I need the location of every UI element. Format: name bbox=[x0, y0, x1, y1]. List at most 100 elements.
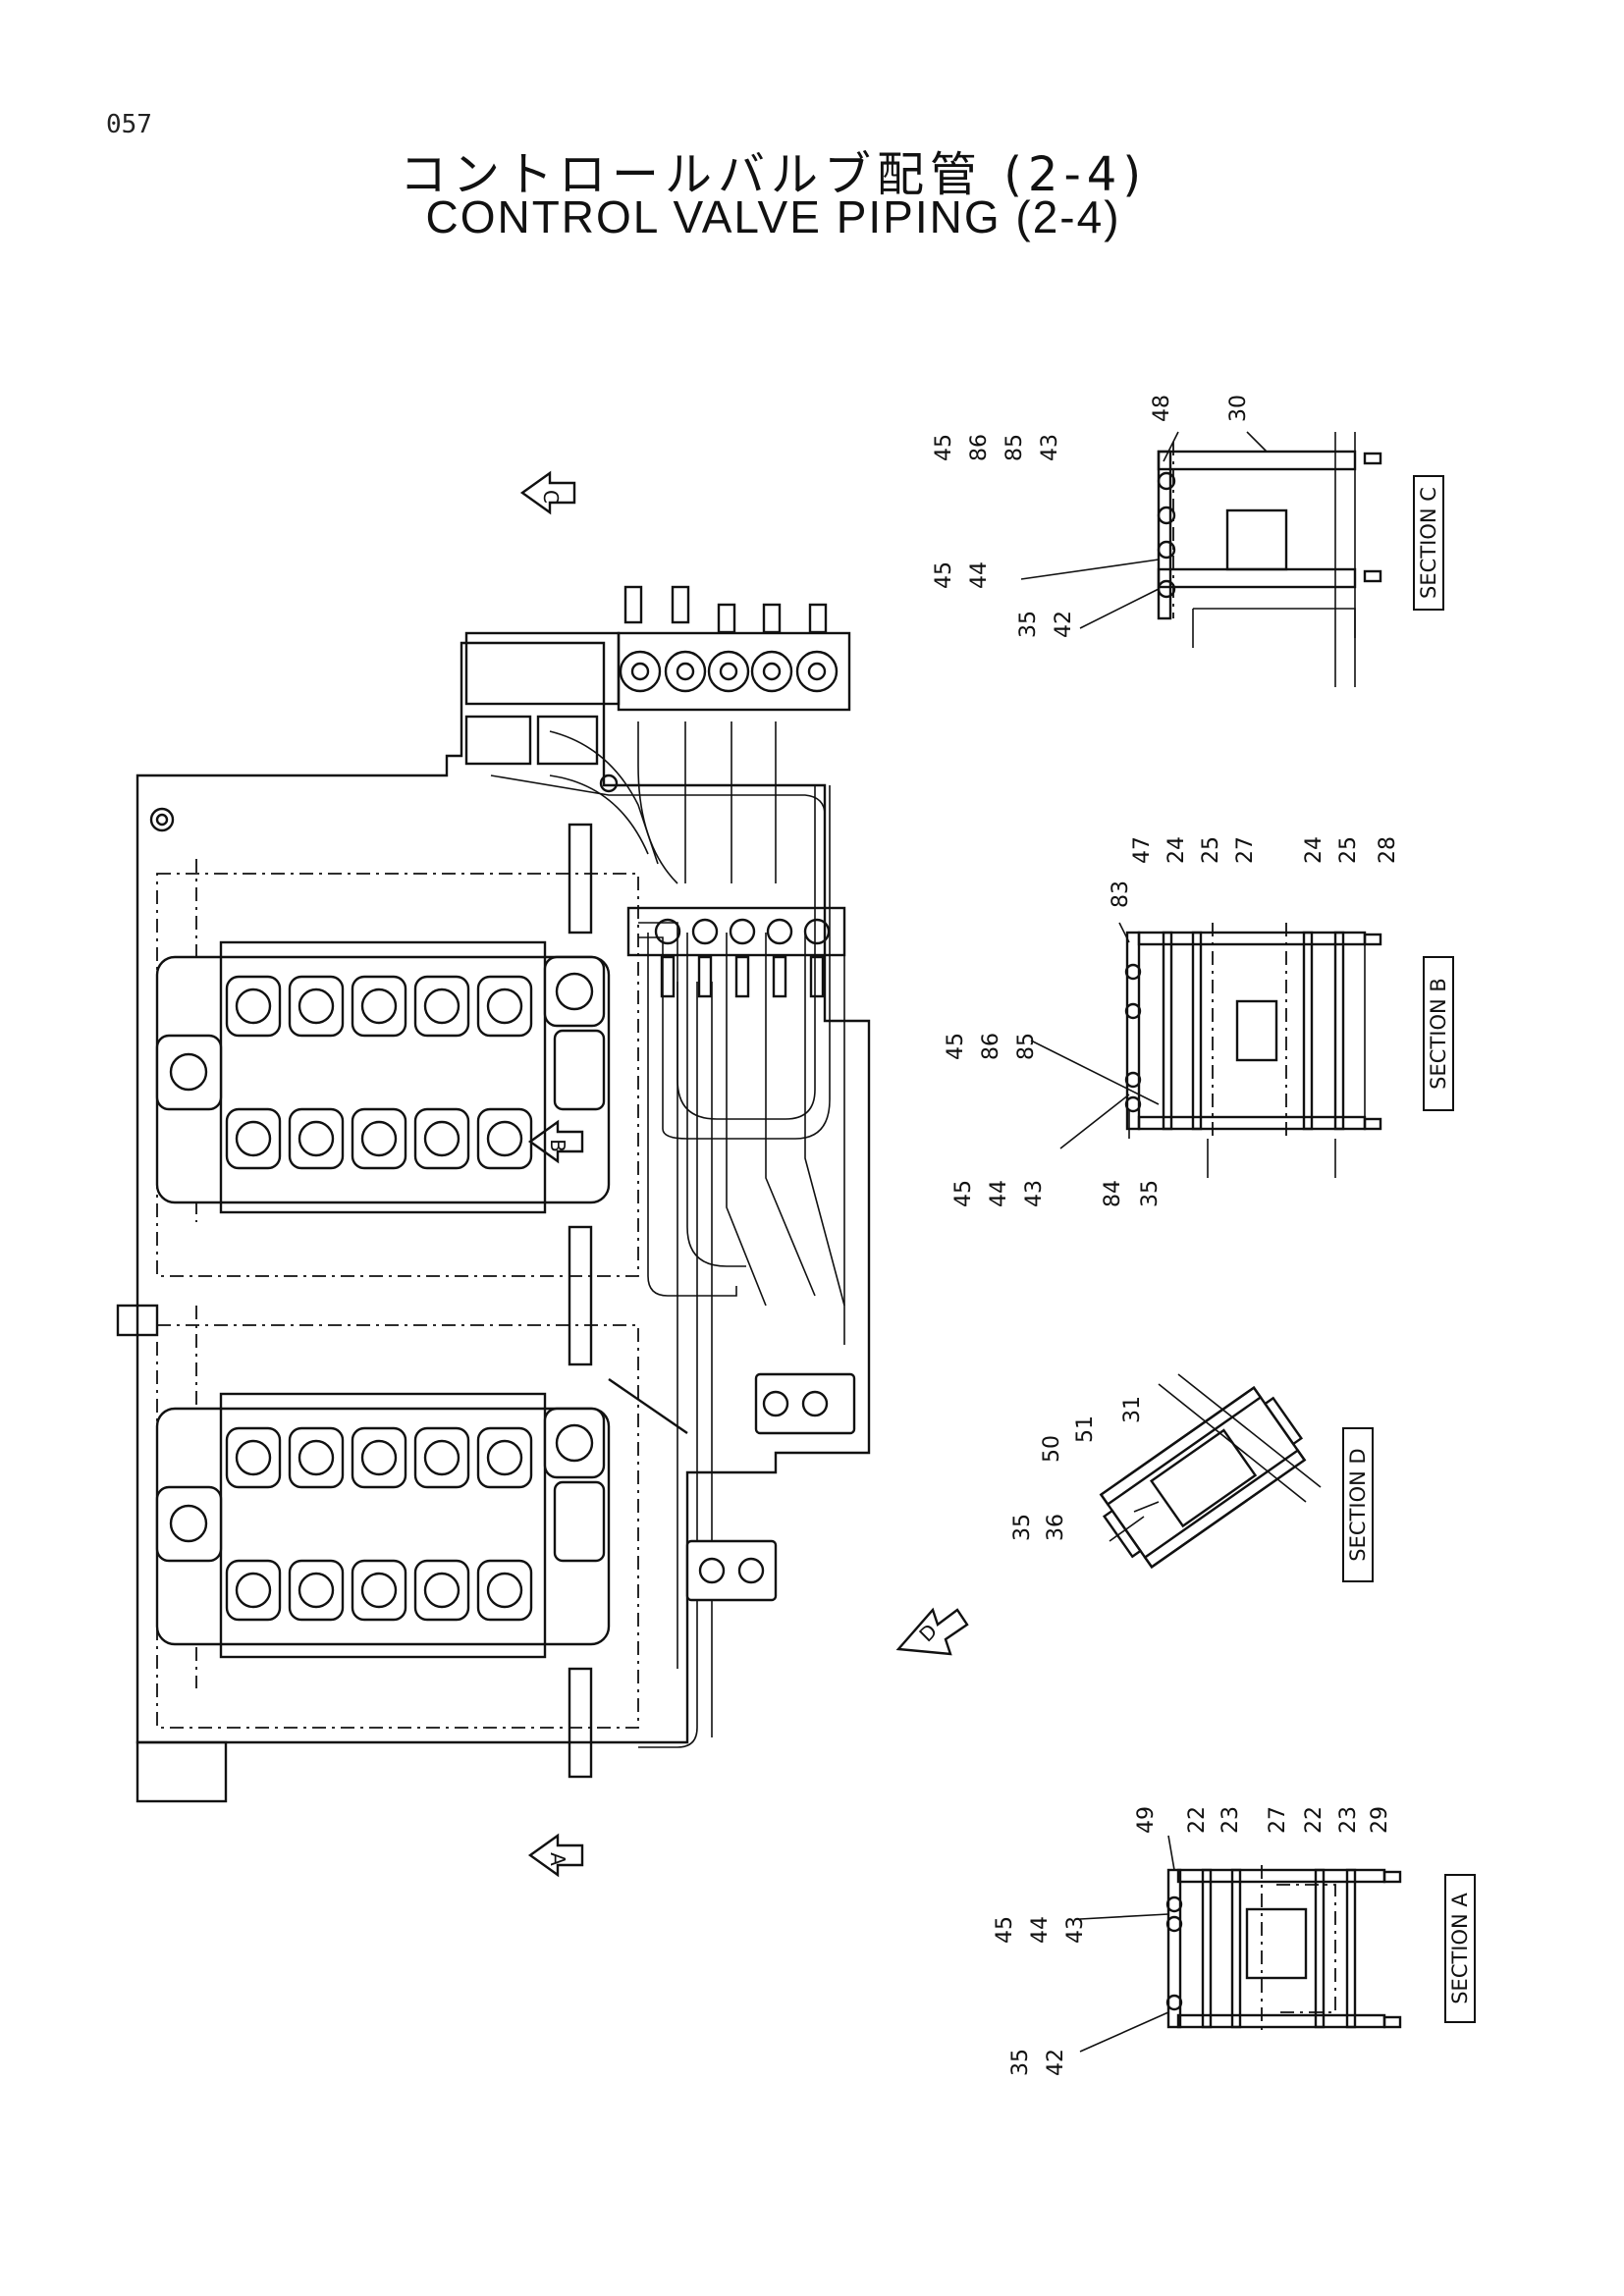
callout: 43 bbox=[1038, 434, 1062, 461]
page-number: 057 bbox=[106, 110, 152, 139]
spool-cap-circle bbox=[298, 1439, 335, 1476]
fitting-stem bbox=[697, 955, 713, 998]
spool-cap bbox=[225, 1426, 282, 1489]
port-circle bbox=[619, 650, 662, 693]
callout: 28 bbox=[1376, 836, 1400, 864]
callout: 29 bbox=[1368, 1806, 1392, 1834]
fitting-circle bbox=[654, 918, 681, 945]
spool-cap-circle bbox=[423, 1120, 460, 1157]
callout: 86 bbox=[979, 1033, 1003, 1060]
callout: 45 bbox=[932, 434, 956, 461]
spool-cap-circle bbox=[235, 988, 272, 1025]
callout: 51 bbox=[1073, 1415, 1098, 1443]
view-marker-d: D bbox=[895, 1607, 969, 1656]
title-english: CONTROL VALVE PIPING (2-4) bbox=[425, 191, 1121, 242]
port-circle-inner bbox=[762, 662, 782, 681]
fitting-stem bbox=[809, 955, 825, 998]
callout: 23 bbox=[1336, 1806, 1361, 1834]
callout: 42 bbox=[1052, 611, 1076, 638]
spool-cap-circle bbox=[486, 1572, 523, 1609]
spool-cap bbox=[288, 1559, 345, 1622]
section-b-detail: SECTION B 83 47 24 25 27 24 25 28 45 86 … bbox=[944, 836, 1454, 1207]
spool-cap bbox=[351, 1559, 407, 1622]
fitting-circle bbox=[691, 918, 719, 945]
callout: 24 bbox=[1164, 836, 1189, 864]
port-circle-inner bbox=[676, 662, 695, 681]
fitting-circle bbox=[766, 918, 793, 945]
callout: 25 bbox=[1199, 836, 1223, 864]
fitting-circle bbox=[729, 918, 756, 945]
spool-cap-circle bbox=[298, 1572, 335, 1609]
spool-cap-circle bbox=[360, 1439, 398, 1476]
spool-cap bbox=[476, 1426, 533, 1489]
callout: 35 bbox=[1016, 611, 1041, 638]
spool-cap-circle bbox=[486, 1120, 523, 1157]
spool-cap-circle bbox=[360, 1120, 398, 1157]
callout: 84 bbox=[1101, 1180, 1125, 1207]
callout: 44 bbox=[1028, 1916, 1053, 1944]
title-japanese: コントロールバルブ配管 (2-4) bbox=[399, 147, 1148, 202]
port-circle bbox=[664, 650, 707, 693]
fitting-circle bbox=[803, 918, 831, 945]
port-circle bbox=[795, 650, 839, 693]
spool-cap-circle bbox=[360, 988, 398, 1025]
callout: 47 bbox=[1130, 836, 1155, 864]
callout: 85 bbox=[1002, 434, 1027, 461]
spool-cap-circle bbox=[235, 1120, 272, 1157]
fitting-stem bbox=[660, 955, 676, 998]
callout: 45 bbox=[944, 1033, 968, 1060]
spool-cap bbox=[351, 1426, 407, 1489]
section-d-label: SECTION D bbox=[1346, 1448, 1370, 1561]
spool-cap bbox=[413, 1107, 470, 1170]
spool-cap bbox=[476, 1559, 533, 1622]
section-b-label: SECTION B bbox=[1427, 978, 1450, 1090]
callout: 48 bbox=[1150, 395, 1174, 422]
spool-cap bbox=[288, 975, 345, 1038]
svg-text:A: A bbox=[546, 1852, 569, 1866]
section-c-label: SECTION C bbox=[1417, 487, 1440, 599]
fitting-stem bbox=[772, 955, 787, 998]
spool-cap bbox=[288, 1107, 345, 1170]
view-marker-c: C bbox=[519, 470, 576, 515]
callout: 43 bbox=[1063, 1916, 1088, 1944]
spool-cap-circle bbox=[360, 1572, 398, 1609]
spool-cap bbox=[351, 1107, 407, 1170]
callout: 24 bbox=[1302, 836, 1326, 864]
spool-cap-circle bbox=[486, 988, 523, 1025]
callout: 22 bbox=[1302, 1806, 1326, 1834]
callout: 35 bbox=[1010, 1514, 1035, 1541]
callout: 23 bbox=[1218, 1806, 1243, 1834]
callout: 22 bbox=[1185, 1806, 1210, 1834]
spool-cap bbox=[225, 1559, 282, 1622]
spool-cap bbox=[413, 1426, 470, 1489]
spool-cap-circle bbox=[423, 1572, 460, 1609]
port-circle bbox=[707, 650, 750, 693]
spool-cap bbox=[225, 1107, 282, 1170]
callout: 25 bbox=[1336, 836, 1361, 864]
callout: 30 bbox=[1226, 395, 1251, 422]
spool-cap bbox=[476, 975, 533, 1038]
spool-cap-circle bbox=[298, 988, 335, 1025]
callout: 85 bbox=[1014, 1033, 1039, 1060]
spool-cap-circle bbox=[298, 1120, 335, 1157]
spool-cap bbox=[476, 1107, 533, 1170]
fitting-stem bbox=[734, 955, 750, 998]
spool-cap bbox=[351, 975, 407, 1038]
view-marker-b: B bbox=[527, 1119, 584, 1164]
svg-text:C: C bbox=[539, 490, 563, 504]
callout: 44 bbox=[967, 561, 992, 589]
spool-cap-circle bbox=[235, 1439, 272, 1476]
callout: 35 bbox=[1008, 2049, 1033, 2076]
callout: 36 bbox=[1044, 1514, 1068, 1541]
callout: 45 bbox=[932, 561, 956, 589]
callout: 43 bbox=[1022, 1180, 1047, 1207]
callout: 45 bbox=[993, 1916, 1017, 1944]
section-a-detail: SECTION A 49 22 23 27 22 23 29 45 44 43 … bbox=[993, 1806, 1476, 2076]
section-a-label: SECTION A bbox=[1448, 1893, 1472, 2004]
callout: 50 bbox=[1040, 1435, 1064, 1463]
spool-cap-circle bbox=[423, 988, 460, 1025]
control-valve-assembly bbox=[116, 585, 871, 1803]
callout: 27 bbox=[1233, 836, 1258, 864]
spool-cap bbox=[413, 975, 470, 1038]
